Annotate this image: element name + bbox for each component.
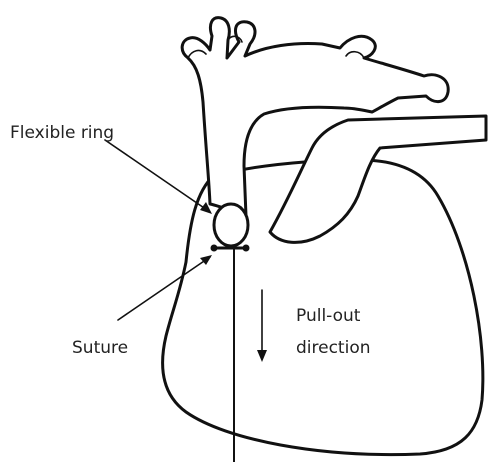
suture-knot-right	[243, 245, 250, 252]
pull-out-label-line2: direction	[296, 338, 371, 358]
suture-knot-left	[211, 245, 218, 252]
flexible-ring-pointer	[105, 140, 210, 212]
suture-label: Suture	[72, 338, 128, 358]
flexible-ring	[214, 204, 248, 246]
flexible-ring-label: Flexible ring	[10, 123, 114, 143]
pull-out-label-line1: Pull-out	[296, 306, 361, 326]
